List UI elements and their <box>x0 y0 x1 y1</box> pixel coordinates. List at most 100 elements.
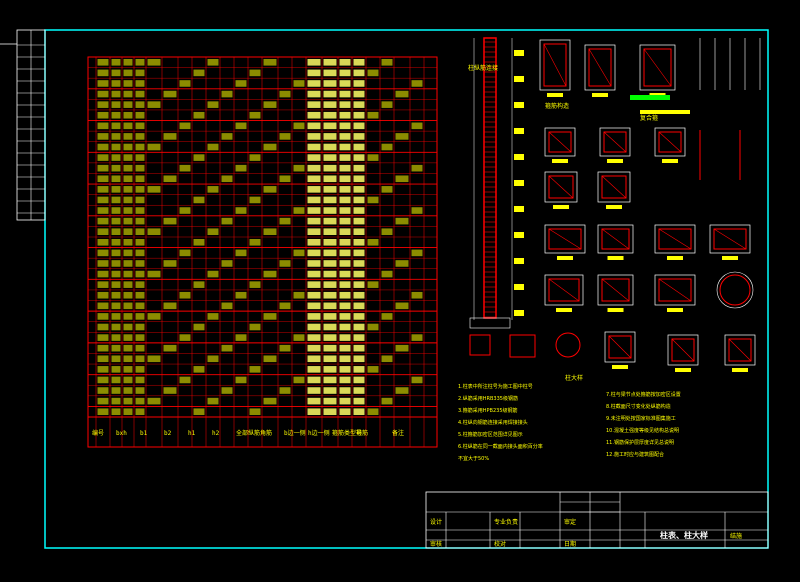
table-cell-text <box>135 69 145 77</box>
table-header-label: 角筋 <box>260 429 272 437</box>
table-cell-text <box>221 302 233 310</box>
table-cell-text <box>293 80 305 87</box>
table-cell-text <box>411 249 423 257</box>
table-cell-text <box>323 323 337 331</box>
table-cell-text <box>163 217 177 225</box>
table-cell-text <box>381 270 393 278</box>
tb-approve: 审定 <box>564 518 576 526</box>
detail-outline <box>597 171 631 203</box>
detail-tie <box>603 131 627 153</box>
table-cell-text <box>279 260 291 267</box>
table-cell-text <box>97 122 109 130</box>
table-cell-text <box>323 207 337 214</box>
table-cell-text <box>97 164 109 172</box>
table-header-label: h1 <box>188 430 196 437</box>
detail-outline <box>544 274 584 306</box>
table-header-label: h2 <box>212 430 220 437</box>
table-cell-text <box>307 334 321 341</box>
table-cell-text <box>207 101 219 108</box>
table-cell-text <box>381 355 393 363</box>
table-cell-text <box>323 143 337 151</box>
round-column-detail <box>719 274 751 306</box>
detail-label-text: 复合箍 <box>640 114 658 122</box>
table-cell-text <box>135 291 145 299</box>
detail-tie <box>543 43 567 87</box>
table-cell-text <box>323 196 337 204</box>
table-cell-text <box>97 291 109 299</box>
table-cell-text <box>307 291 321 299</box>
table-cell-text <box>353 154 365 161</box>
table-cell-text <box>367 239 379 246</box>
table-cell-text <box>339 281 351 288</box>
detail-caption <box>630 95 670 100</box>
table-cell-text <box>339 323 351 331</box>
table-cell-text <box>135 366 145 373</box>
table-cell-text <box>111 122 121 130</box>
table-cell-text <box>147 101 161 108</box>
table-cell-text <box>97 80 109 87</box>
table-cell-text <box>135 143 145 151</box>
elev-label <box>514 232 524 238</box>
table-cell-text <box>307 164 321 172</box>
table-cell-text <box>249 323 261 331</box>
table-cell-text <box>353 228 365 235</box>
detail-stirrup <box>658 131 682 153</box>
table-cell-text <box>97 281 109 288</box>
detail-label <box>607 256 624 260</box>
detail-stirrup <box>601 228 630 250</box>
table-cell-text <box>135 302 145 310</box>
table-cell-text <box>381 397 393 405</box>
table-cell-text <box>207 270 219 278</box>
table-cell-text <box>135 164 145 172</box>
note-left: 3.箍筋采用HPB235级钢筋 <box>458 407 518 414</box>
table-cell-text <box>395 344 409 352</box>
table-cell-text <box>411 376 423 384</box>
table-cell-text <box>323 387 337 394</box>
table-cell-text <box>307 101 321 108</box>
table-cell-text <box>249 111 261 119</box>
table-cell-text <box>323 270 337 278</box>
table-cell-text <box>381 313 393 320</box>
table-cell-text <box>353 344 365 352</box>
table-cell-text <box>135 133 145 140</box>
table-cell-text <box>339 90 351 98</box>
table-cell-text <box>97 90 109 98</box>
detail-tie <box>548 228 582 250</box>
table-cell-text <box>111 207 121 214</box>
table-cell-text <box>339 154 351 161</box>
detail-stirrup <box>603 131 627 153</box>
table-cell-text <box>135 207 145 214</box>
table-cell-text <box>279 344 291 352</box>
table-cell-text <box>123 101 133 108</box>
note-right: 12.施工时应与建筑图配合 <box>606 451 664 458</box>
table-cell-text <box>135 90 145 98</box>
table-cell-text <box>123 408 133 415</box>
table-cell-text <box>353 207 365 214</box>
table-cell-text <box>367 111 379 119</box>
table-cell-text <box>323 302 337 310</box>
table-cell-text <box>339 239 351 246</box>
table-cell-text <box>307 196 321 204</box>
table-cell-text <box>263 397 277 405</box>
table-cell-text <box>279 217 291 225</box>
detail-outline <box>709 224 751 254</box>
table-cell-text <box>307 313 321 320</box>
table-cell-text <box>339 249 351 257</box>
table-cell-text <box>135 397 145 405</box>
table-cell-text <box>97 260 109 267</box>
table-cell-text <box>307 302 321 310</box>
elev-label <box>514 128 524 134</box>
table-cell-text <box>97 366 109 373</box>
table-cell-text <box>97 323 109 331</box>
detail-outline <box>584 44 616 91</box>
detail-stirrup <box>713 228 747 250</box>
table-cell-text <box>111 334 121 341</box>
table-cell-text <box>221 133 233 140</box>
table-cell-text <box>307 111 321 119</box>
table-cell-text <box>323 249 337 257</box>
detail-label <box>722 256 738 260</box>
table-cell-text <box>135 80 145 87</box>
detail-tie <box>658 131 682 153</box>
table-cell-text <box>111 186 121 193</box>
